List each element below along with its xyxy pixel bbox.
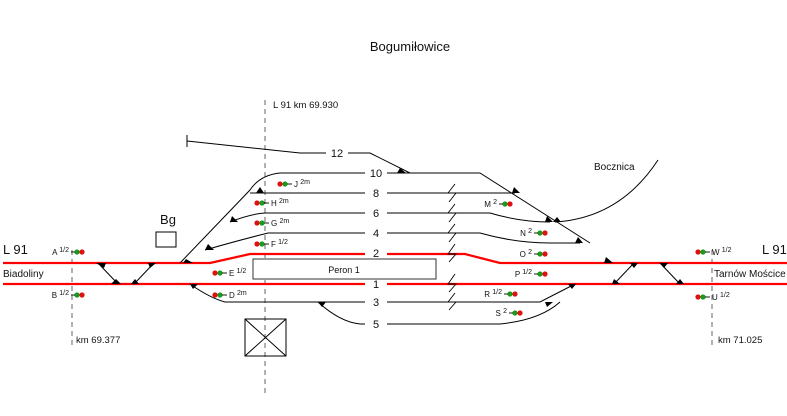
station-label-left: Biadoliny	[3, 269, 44, 280]
signal-lamp-green	[502, 201, 508, 207]
signal-m: M 2	[484, 199, 513, 209]
signal-lamp-red	[542, 230, 548, 236]
line-label-left: L 91	[3, 242, 28, 257]
signal-h: H 2m	[254, 198, 289, 208]
track-2-main-right	[387, 252, 787, 265]
insulated-joints	[447, 183, 457, 311]
signal-u: U 1/2	[695, 292, 730, 302]
signal-label: N 2	[520, 228, 532, 238]
signal-lamp-red	[254, 200, 260, 206]
signal-lamp-green	[537, 230, 543, 236]
signal-lamp-red	[542, 271, 548, 277]
signal-lamp-green	[259, 200, 265, 206]
signal-w: W 1/2	[695, 247, 732, 257]
level-crossing	[244, 318, 287, 357]
signal-b: B 1/2	[52, 290, 85, 300]
signal-lamp-green	[512, 310, 518, 316]
signal-lamp-red	[212, 292, 218, 298]
signal-label: B 1/2	[52, 290, 69, 300]
signal-j: J 2m	[277, 179, 310, 189]
track-number-1: 1	[373, 279, 379, 291]
track-number-5: 5	[373, 319, 379, 331]
siding-label: Bocznica	[594, 162, 635, 173]
station-label-right: Tarnów Mościce	[714, 269, 786, 280]
signal-r: R 1/2	[484, 289, 518, 299]
track-number-8: 8	[373, 188, 379, 200]
track-number-6: 6	[373, 208, 379, 220]
signal-o: O 2	[520, 249, 548, 259]
signal-label: M 2	[484, 199, 497, 209]
switch-frogs	[96, 168, 684, 307]
signal-a: A 1/2	[52, 247, 85, 257]
signal-lamp-green	[282, 181, 288, 187]
signal-lamp-red	[254, 220, 260, 226]
signal-label: H 2m	[271, 198, 289, 208]
signal-lamp-red	[79, 292, 85, 298]
signal-lamp-red	[542, 251, 548, 257]
signal-label: W 1/2	[712, 247, 732, 257]
track-number-4: 4	[373, 228, 379, 240]
signal-lamp-red	[254, 241, 260, 247]
signal-f: F 1/2	[254, 239, 288, 249]
signal-lamp-green	[217, 292, 223, 298]
signal-label: U 1/2	[712, 292, 730, 302]
track-number-12: 12	[331, 148, 343, 160]
building-bg	[155, 231, 177, 248]
signal-d: D 2m	[212, 290, 247, 300]
signal-lamp-green	[74, 292, 80, 298]
signal-lamp-red	[695, 294, 701, 300]
signal-label: A 1/2	[52, 247, 69, 257]
signal-lamp-red	[695, 249, 701, 255]
signal-lamp-green	[259, 220, 265, 226]
track-number-2: 2	[373, 248, 379, 260]
km-left-label: km 69.377	[76, 335, 120, 346]
track-number-3: 3	[373, 297, 379, 309]
building-label: Bg	[160, 212, 176, 227]
signal-p: P 1/2	[515, 269, 548, 279]
track-number-10: 10	[370, 168, 382, 180]
signal-lamp-red	[507, 201, 513, 207]
signal-label: O 2	[520, 249, 532, 259]
signal-lamp-red	[79, 249, 85, 255]
signal-g: G 2m	[254, 218, 289, 228]
signal-e: E 1/2	[212, 268, 246, 278]
signal-label: E 1/2	[229, 268, 246, 278]
signal-lamp-green	[259, 241, 265, 247]
signal-lamp-green	[507, 291, 513, 297]
signal-lamp-green	[74, 249, 80, 255]
signal-label: R 1/2	[484, 289, 502, 299]
signal-label: S 2	[496, 308, 508, 318]
signal-lamp-green	[700, 294, 706, 300]
signal-lamp-red	[512, 291, 518, 297]
line-label-right: L 91	[762, 242, 787, 257]
signal-lamp-green	[217, 270, 223, 276]
signal-n: N 2	[520, 228, 548, 238]
platform-label: Peron 1	[328, 265, 360, 275]
signal-lamp-red	[212, 270, 218, 276]
signal-lamp-red	[517, 310, 523, 316]
signal-label: P 1/2	[515, 269, 532, 279]
station-title: Bogumiłowice	[370, 39, 450, 54]
signal-label: D 2m	[229, 290, 247, 300]
km-center-label: L 91 km 69.930	[273, 100, 338, 111]
signal-label: J 2m	[294, 179, 310, 189]
signal-label: G 2m	[271, 218, 289, 228]
signal-lamp-green	[537, 251, 543, 257]
platform	[252, 258, 437, 280]
signal-lamp-red	[277, 181, 283, 187]
signal-s: S 2	[496, 308, 523, 318]
side-tracks	[97, 135, 681, 325]
signal-lamp-green	[700, 249, 706, 255]
track-2-main-left	[3, 252, 365, 265]
signal-label: F 1/2	[271, 239, 288, 249]
km-right-label: km 71.025	[718, 335, 762, 346]
signal-lamp-green	[537, 271, 543, 277]
